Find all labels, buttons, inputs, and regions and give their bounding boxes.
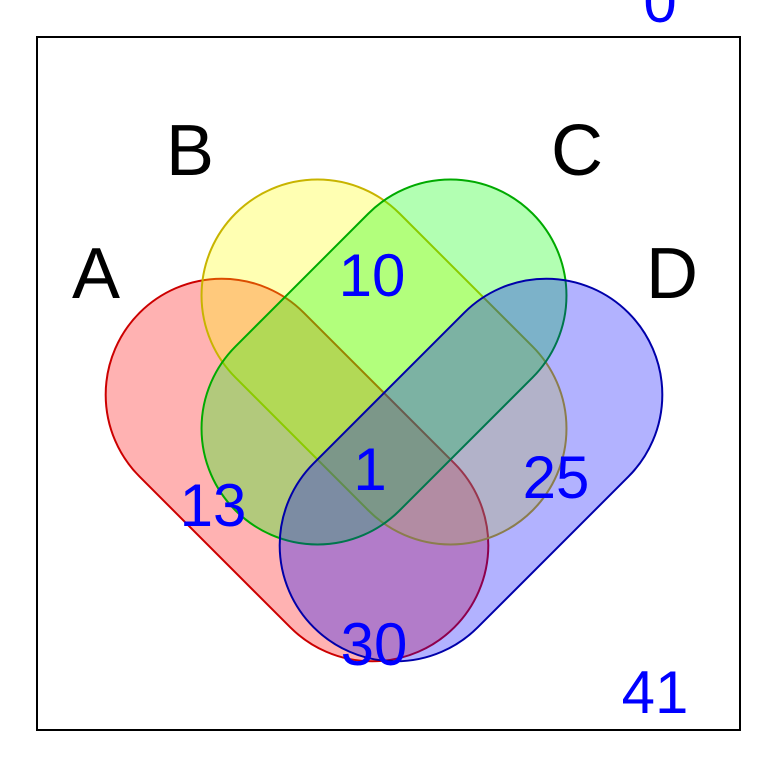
count-a-and-d: 30	[341, 611, 408, 678]
count-all-four: 1	[353, 436, 386, 503]
set-label-b: B	[166, 111, 214, 191]
set-d-shape	[278, 277, 664, 663]
set-c-shape	[200, 178, 568, 546]
universe-frame	[36, 36, 741, 731]
count-b-and-d: 25	[523, 444, 590, 511]
set-label-d: D	[646, 234, 698, 314]
count-b-and-c: 10	[339, 242, 406, 309]
count-a-and-c: 13	[180, 472, 247, 539]
set-b-shape	[200, 178, 568, 546]
set-label-c: C	[551, 111, 603, 191]
count-none: 41	[622, 659, 689, 726]
set-label-a: A	[72, 234, 120, 314]
set-a-shape	[104, 277, 490, 663]
count-outside-top: 0	[643, 0, 676, 35]
